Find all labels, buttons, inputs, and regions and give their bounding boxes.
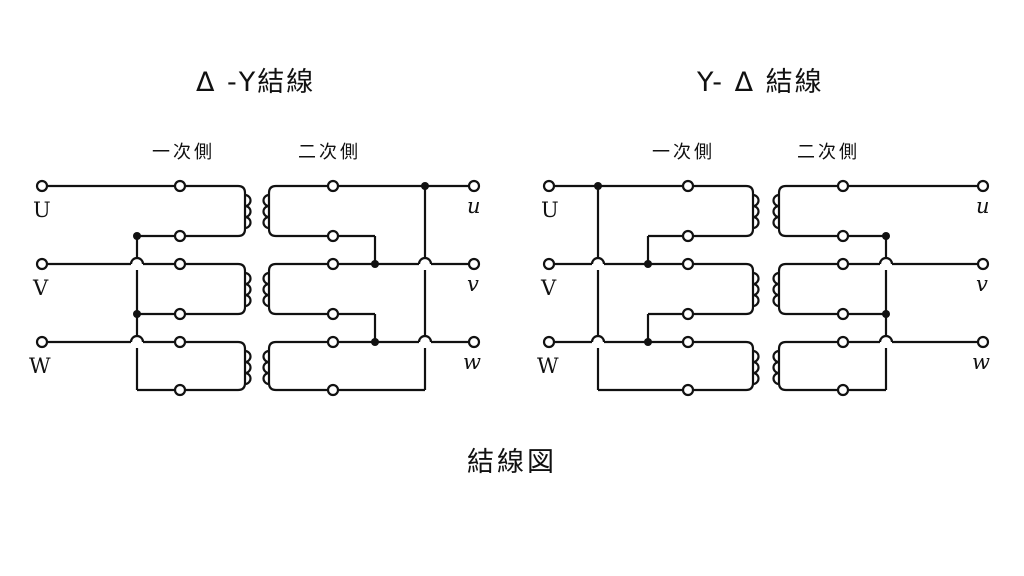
winding-terminal <box>326 335 340 349</box>
terminal-w <box>467 335 481 349</box>
winding-terminal <box>173 335 187 349</box>
junction-dot <box>644 260 652 268</box>
left-secondary-wiring <box>262 184 474 392</box>
junction-dot <box>133 310 141 318</box>
terminal-V <box>542 257 556 271</box>
terminal-v <box>976 257 990 271</box>
junction-dot <box>371 260 379 268</box>
right-terminal-v-label: v <box>976 272 988 296</box>
winding-terminal <box>836 257 850 271</box>
winding-terminal <box>836 179 850 193</box>
terminal-V <box>35 257 49 271</box>
left-terminal-V-label: V <box>33 276 49 300</box>
left-delta-y-diagram <box>35 179 481 397</box>
terminal-v <box>467 257 481 271</box>
left-terminal-u-label: u <box>467 194 481 218</box>
junction-dot <box>421 182 429 190</box>
winding-terminal <box>681 257 695 271</box>
left-primary-wiring <box>42 184 252 392</box>
winding-terminal <box>836 307 850 321</box>
winding-terminal <box>836 335 850 349</box>
terminal-W <box>35 335 49 349</box>
winding-terminal <box>836 383 850 397</box>
right-terminal-u-label: u <box>976 194 990 218</box>
right-terminal-w-label: w <box>972 350 990 374</box>
junction-dot <box>594 182 602 190</box>
left-terminal-W-label: W <box>29 354 51 378</box>
winding-terminal <box>836 229 850 243</box>
junction-dot <box>133 232 141 240</box>
right-terminal-U-label: U <box>541 198 559 222</box>
terminal-W <box>542 335 556 349</box>
right-y-delta-diagram <box>542 179 990 397</box>
winding-terminal <box>326 179 340 193</box>
junction-dot <box>882 232 890 240</box>
winding-terminal <box>681 307 695 321</box>
right-primary-wiring <box>549 184 760 392</box>
left-diagram-title: Δ -Y結線 <box>196 67 316 98</box>
winding-terminal <box>173 307 187 321</box>
terminal-U <box>35 179 49 193</box>
junction-dot <box>644 338 652 346</box>
winding-terminal <box>173 179 187 193</box>
right-terminal-V-label: V <box>541 276 557 300</box>
terminal-u <box>467 179 481 193</box>
left-terminal-v-label: v <box>467 272 479 296</box>
figure-caption: 結線図 <box>467 447 557 478</box>
right-secondary-wiring <box>772 184 983 392</box>
terminal-u <box>976 179 990 193</box>
right-primary-label: 一次側 <box>652 142 715 163</box>
winding-terminal <box>681 383 695 397</box>
left-terminal-w-label: w <box>463 350 481 374</box>
winding-terminal <box>681 335 695 349</box>
left-primary-label: 一次側 <box>152 142 215 163</box>
winding-terminal <box>681 229 695 243</box>
winding-terminal <box>326 257 340 271</box>
terminal-U <box>542 179 556 193</box>
terminal-w <box>976 335 990 349</box>
left-secondary-label: 二次側 <box>298 142 361 163</box>
right-terminal-W-label: W <box>537 354 559 378</box>
winding-terminal <box>326 307 340 321</box>
winding-terminal <box>326 383 340 397</box>
right-secondary-label: 二次側 <box>797 142 860 163</box>
winding-terminal <box>681 179 695 193</box>
junction-dot <box>371 338 379 346</box>
left-terminal-U-label: U <box>33 198 51 222</box>
winding-terminal <box>173 257 187 271</box>
winding-terminal <box>173 383 187 397</box>
junction-dot <box>882 310 890 318</box>
winding-terminal <box>326 229 340 243</box>
right-diagram-title: Y- Δ 結線 <box>697 67 824 98</box>
winding-terminal <box>173 229 187 243</box>
